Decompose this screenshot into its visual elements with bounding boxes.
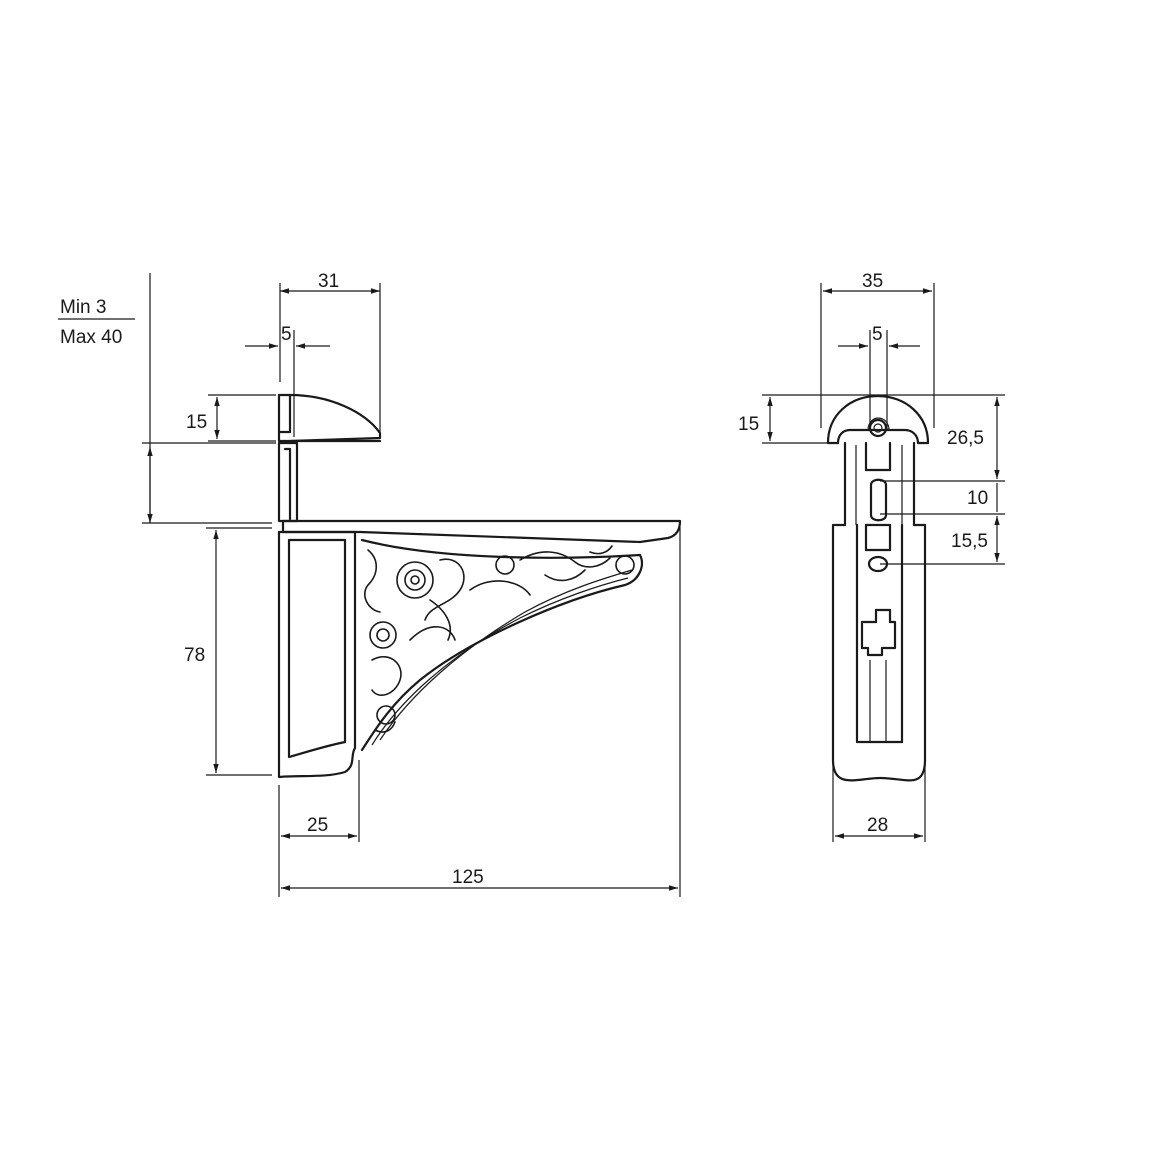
height-26-5-value: 26,5 bbox=[947, 428, 984, 449]
top-width-dimension: 31 bbox=[279, 271, 381, 432]
front-right-dimensions: 26,5 10 15,5 bbox=[880, 397, 1005, 565]
gap-dimension: 5 bbox=[245, 324, 330, 437]
body-height-dimension: 78 bbox=[184, 527, 272, 776]
height-10-value: 10 bbox=[967, 488, 988, 509]
min-thickness-label: Min 3 bbox=[60, 297, 106, 318]
plate-width-value: 25 bbox=[307, 815, 328, 836]
front-slot-value: 5 bbox=[872, 324, 883, 345]
clip-height-value: 15 bbox=[186, 412, 207, 433]
gap-value: 5 bbox=[281, 324, 292, 345]
front-top-width-value: 35 bbox=[862, 271, 883, 292]
front-top-width-dimension: 35 bbox=[820, 271, 935, 428]
shelf-thickness-dimension bbox=[142, 273, 276, 524]
plate-width-dimension: 25 bbox=[278, 760, 360, 897]
front-bottom-width-dimension: 28 bbox=[832, 756, 926, 842]
bracket-front-outline bbox=[826, 394, 930, 782]
front-bottom-width-value: 28 bbox=[867, 815, 888, 836]
bracket-side-outline bbox=[277, 393, 682, 779]
clip-height-dimension: 15 bbox=[186, 394, 276, 442]
front-cap-height-value: 15 bbox=[738, 414, 759, 435]
max-thickness-label: Max 40 bbox=[60, 327, 122, 348]
total-length-value: 125 bbox=[452, 867, 484, 888]
front-slot-dimension: 5 bbox=[838, 324, 920, 430]
total-length-dimension: 125 bbox=[281, 527, 681, 897]
side-view: Min 3 Max 40 31 5 15 bbox=[58, 271, 682, 897]
height-15-5-value: 15,5 bbox=[951, 531, 988, 552]
body-height-value: 78 bbox=[184, 645, 205, 666]
front-cap-height-dimension: 15 bbox=[738, 394, 1005, 444]
top-width-value: 31 bbox=[318, 271, 339, 292]
front-view: 35 5 15 26,5 10 15,5 bbox=[738, 271, 1005, 842]
filigree-ornament bbox=[364, 545, 635, 733]
